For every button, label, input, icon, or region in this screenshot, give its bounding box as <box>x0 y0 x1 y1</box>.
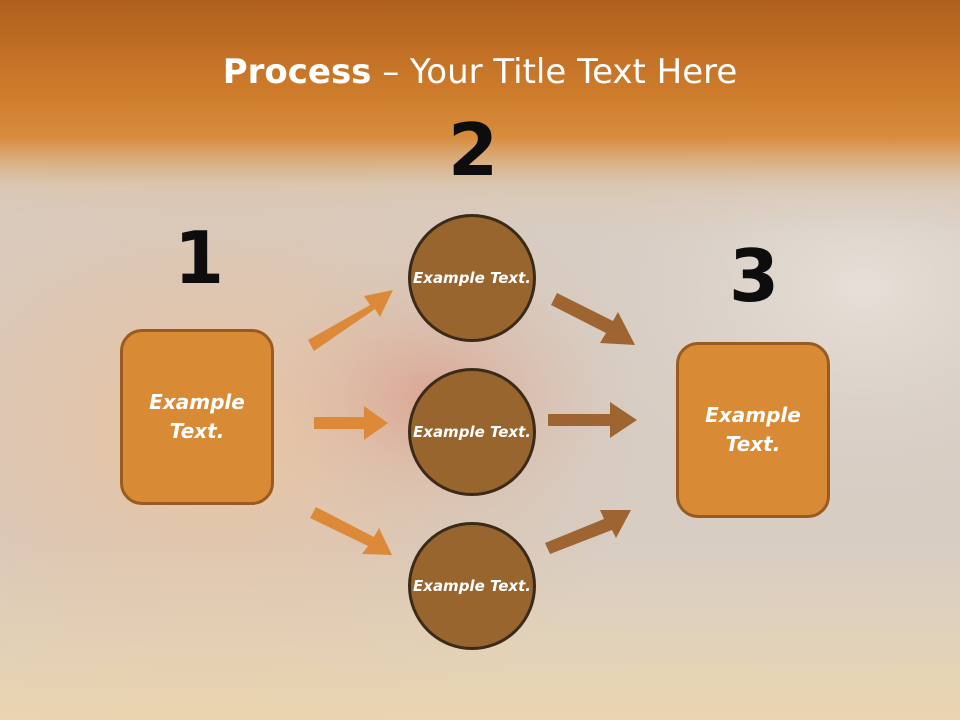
left-box: Example Text. <box>120 329 274 505</box>
left-box-text: Example Text. <box>149 390 245 443</box>
circle-bottom-text: Example Text. <box>413 576 531 595</box>
right-box: Example Text. <box>676 342 830 518</box>
circle-top: Example Text. <box>408 214 536 342</box>
step-number-2: 2 <box>447 108 499 192</box>
right-box-text: Example Text. <box>705 403 801 456</box>
step-number-1: 1 <box>173 216 225 300</box>
title-rest: – Your Title Text Here <box>371 52 738 92</box>
circle-middle: Example Text. <box>408 368 536 496</box>
step-number-3: 3 <box>728 234 780 318</box>
slide-title: Process – Your Title Text Here <box>0 52 960 92</box>
title-bold: Process <box>222 52 372 92</box>
circle-top-text: Example Text. <box>413 268 531 287</box>
circle-middle-text: Example Text. <box>413 422 531 441</box>
circle-bottom: Example Text. <box>408 522 536 650</box>
